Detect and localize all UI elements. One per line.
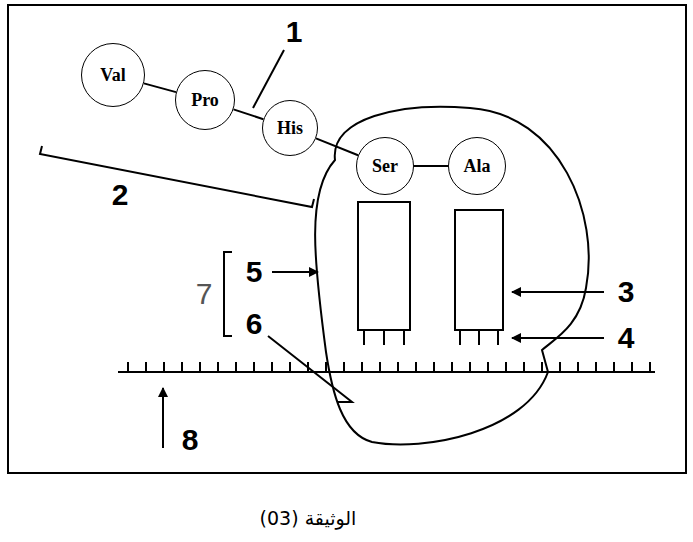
peptide-bond — [316, 138, 358, 155]
peptide-bond — [144, 83, 176, 92]
callout-number: 1 — [284, 17, 305, 47]
callout-number: 2 — [110, 180, 131, 210]
amino-acid-circle: Val — [81, 43, 145, 107]
leader-lines — [40, 50, 604, 448]
amino-acid-name: His — [277, 118, 303, 139]
caption: الوثيقة (03) — [260, 507, 357, 529]
peptide-bond — [414, 165, 448, 167]
peptide-bond — [233, 109, 263, 119]
amino-acid-circle: His — [262, 100, 318, 156]
callout-number: 4 — [616, 323, 637, 353]
callout-number: 8 — [180, 425, 201, 455]
ribosome-outline — [315, 107, 589, 445]
amino-acid-circle: Ser — [356, 137, 414, 195]
callout-number: 5 — [244, 257, 265, 287]
callout-number: 6 — [244, 309, 265, 339]
amino-acid-name: Ser — [372, 156, 398, 177]
mrna-strand — [118, 362, 655, 372]
anticodon — [364, 330, 498, 345]
frame — [8, 5, 686, 473]
trna — [358, 202, 503, 330]
callout-number: 3 — [616, 277, 637, 307]
amino-acid-circle: Ala — [448, 137, 506, 195]
amino-acid-name: Val — [100, 65, 125, 86]
amino-acid-circle: Pro — [175, 70, 235, 130]
amino-acid-name: Pro — [191, 90, 219, 111]
amino-acid-name: Ala — [464, 156, 491, 177]
callout-number: 7 — [194, 279, 215, 309]
